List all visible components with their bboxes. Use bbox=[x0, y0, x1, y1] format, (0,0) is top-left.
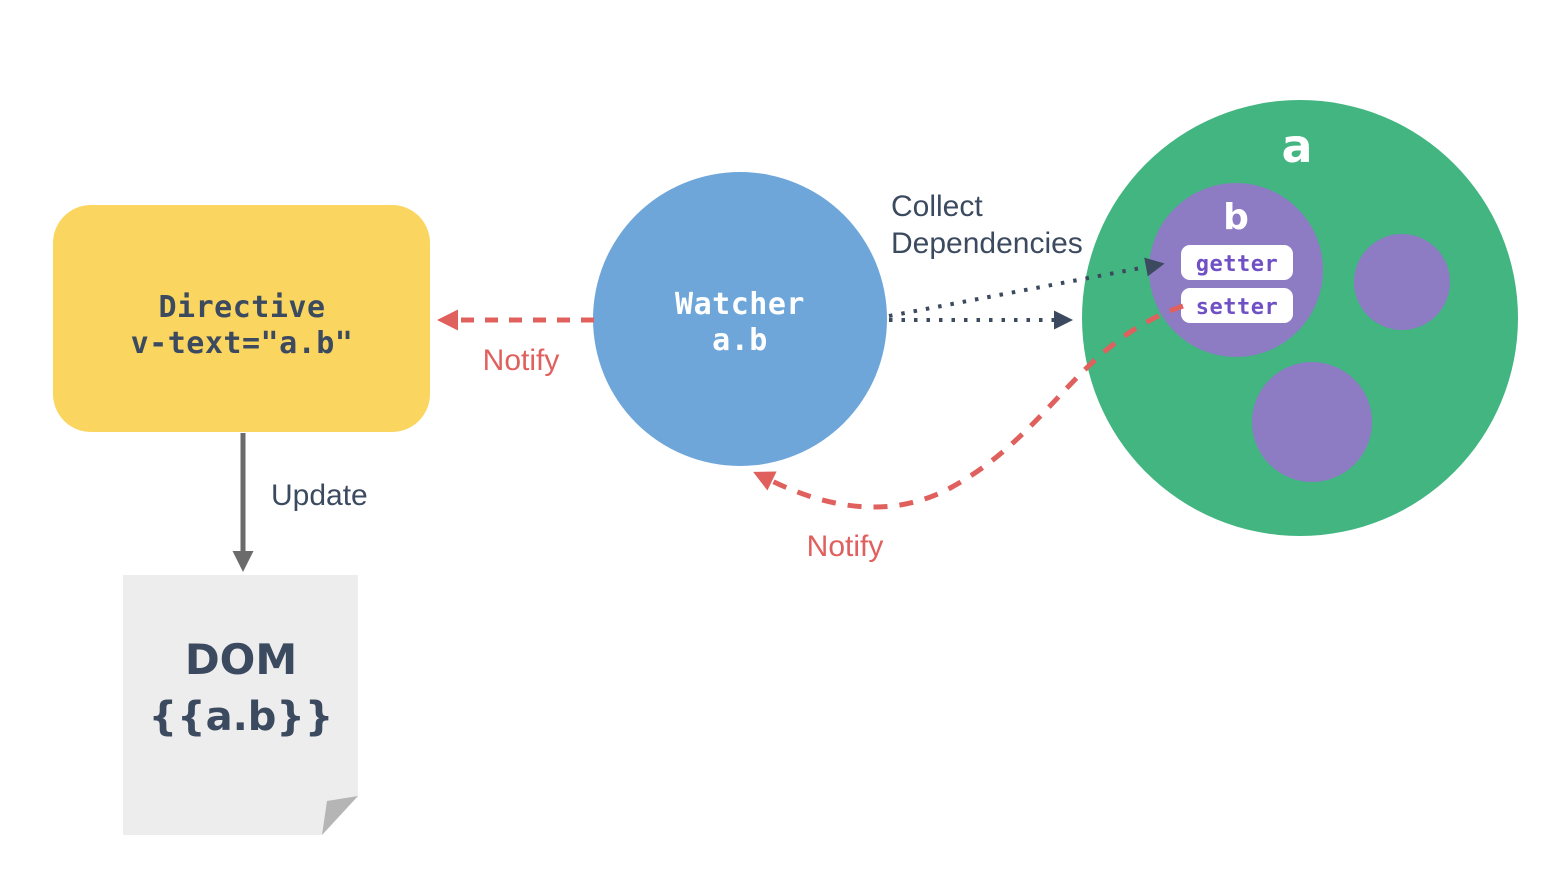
dependency-circle bbox=[1252, 362, 1372, 482]
directive-label-line2: v-text="a.b" bbox=[131, 326, 354, 361]
nested-object-label: b bbox=[1223, 197, 1249, 238]
dependency-circle bbox=[1354, 234, 1450, 330]
data-object-label: a bbox=[1281, 119, 1312, 173]
dom-document bbox=[123, 575, 358, 835]
notify-label-left: Notify bbox=[483, 344, 560, 377]
watcher-circle bbox=[593, 172, 887, 466]
getter-box bbox=[1181, 245, 1293, 280]
setter-label: setter bbox=[1196, 295, 1278, 320]
collect-dependencies-label-line1: Collect bbox=[891, 190, 983, 223]
directive-label-line1: Directive bbox=[158, 290, 325, 325]
update-label: Update bbox=[271, 479, 368, 512]
notify-curve-to-watcher bbox=[753, 303, 1184, 510]
watcher-label-line1: Watcher bbox=[675, 287, 805, 322]
dom-document-fold bbox=[322, 796, 358, 835]
watcher-label-line2: a.b bbox=[712, 323, 768, 358]
notify-label-bottom: Notify bbox=[807, 530, 884, 563]
dom-label: DOM bbox=[185, 635, 297, 684]
directive-box bbox=[53, 205, 430, 432]
dom-binding-label: {{a.b}} bbox=[149, 694, 334, 740]
getter-label: getter bbox=[1196, 252, 1278, 277]
collect-dependencies-label-line2: Dependencies bbox=[891, 227, 1083, 260]
setter-box bbox=[1181, 288, 1293, 323]
